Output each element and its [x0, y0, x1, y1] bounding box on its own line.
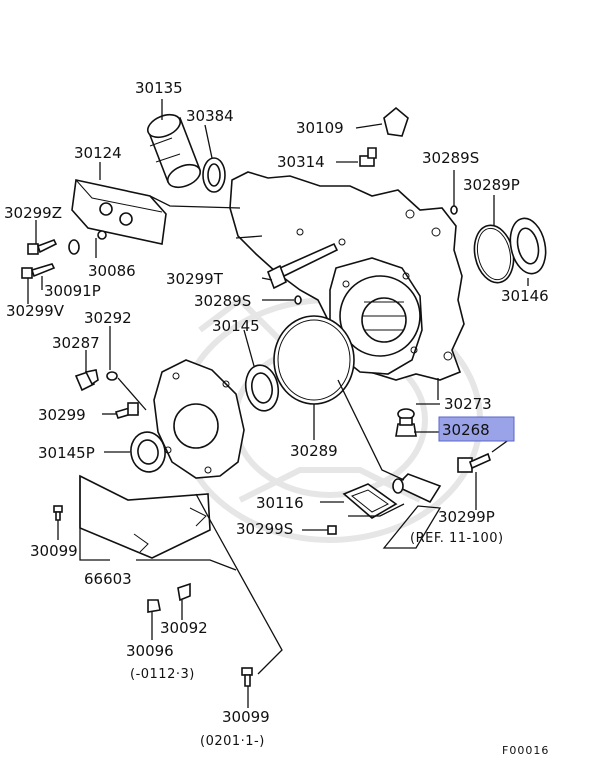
callout-30116: 30116: [256, 494, 304, 512]
callout-30314: 30314: [277, 153, 325, 171]
callout-30091p: 30091P: [44, 282, 101, 300]
callout-30287: 30287: [52, 334, 100, 352]
callout-30109: 30109: [296, 119, 344, 137]
front-cover-housing: [153, 359, 245, 479]
callout-30292: 30292: [84, 309, 132, 327]
callout-30299p: 30299P: [438, 508, 495, 526]
range-note-30096: (-0112·3): [130, 667, 195, 682]
callout-30145p: 30145P: [38, 444, 95, 462]
callout-30289s-mid: 30289S: [194, 292, 251, 310]
part-30146-seal: [509, 217, 547, 275]
callout-30092: 30092: [160, 619, 208, 637]
part-30145-seal: [244, 364, 280, 412]
callout-30096: 30096: [126, 642, 174, 660]
part-30096-nut: [147, 599, 161, 613]
part-30092-stud: [177, 582, 191, 602]
callout-30273: 30273: [444, 395, 492, 413]
ref-note: (REF. 11-100): [410, 531, 504, 546]
callout-30135: 30135: [135, 79, 183, 97]
part-30135-sleeve: [146, 113, 202, 189]
callout-30289: 30289: [290, 442, 338, 460]
part-30099-screw-a: [53, 505, 63, 521]
callout-30146: 30146: [501, 287, 549, 305]
part-30299p-bolt: [457, 452, 491, 473]
part-30086-washer: [68, 230, 107, 255]
callout-30124: 30124: [74, 144, 122, 162]
part-30116-plate: [342, 483, 398, 519]
callout-30145: 30145: [212, 317, 260, 335]
callout-30268: 30268: [442, 421, 490, 439]
callout-30299z: 30299Z: [4, 204, 62, 222]
part-30124-bracket: [71, 179, 167, 245]
callout-30299v: 30299V: [6, 302, 65, 320]
part-30299s-screw: [327, 525, 337, 535]
part-30299z-bolt: [27, 238, 58, 255]
part-30145p-seal: [130, 431, 166, 473]
part-30299-bolt: [114, 402, 140, 419]
range-note-30099: (0201·1-): [200, 734, 265, 749]
callout-66603: 66603: [84, 570, 132, 588]
part-30289-oring: [273, 315, 355, 405]
part-30299t-bolt: [266, 242, 339, 290]
callout-30099-b: 30099: [222, 708, 270, 726]
callout-30299s: 30299S: [236, 520, 293, 538]
part-66603-guard: [79, 474, 211, 559]
rear-cover-flange: [329, 257, 423, 375]
part-30384-seal: [202, 157, 226, 193]
callout-30299t: 30299T: [166, 270, 224, 288]
callout-30289s-top: 30289S: [422, 149, 479, 167]
part-30299v-bolt: [21, 263, 56, 279]
part-30109-cap: [383, 106, 409, 137]
part-30287-plug: [74, 369, 99, 392]
figure-code: F00016: [502, 744, 549, 757]
callout-30099-a: 30099: [30, 542, 78, 560]
callout-30384: 30384: [186, 107, 234, 125]
highlight-30268: [438, 416, 515, 442]
callout-30086: 30086: [88, 262, 136, 280]
callout-30299: 30299: [38, 406, 86, 424]
callout-30289p: 30289P: [463, 176, 520, 194]
part-30314-plug: [359, 147, 377, 167]
part-30268-plug: [395, 417, 417, 437]
ref-11-100-pipe: [392, 473, 442, 504]
part-30289s-oring-top: [450, 205, 458, 215]
part-30099-screw-b: [241, 667, 253, 687]
callout-labels: 30135 30384 30109 30124 30314 30289S 302…: [4, 79, 549, 757]
part-30292-washer: [106, 371, 118, 381]
part-30289s-oring-mid: [294, 295, 302, 305]
